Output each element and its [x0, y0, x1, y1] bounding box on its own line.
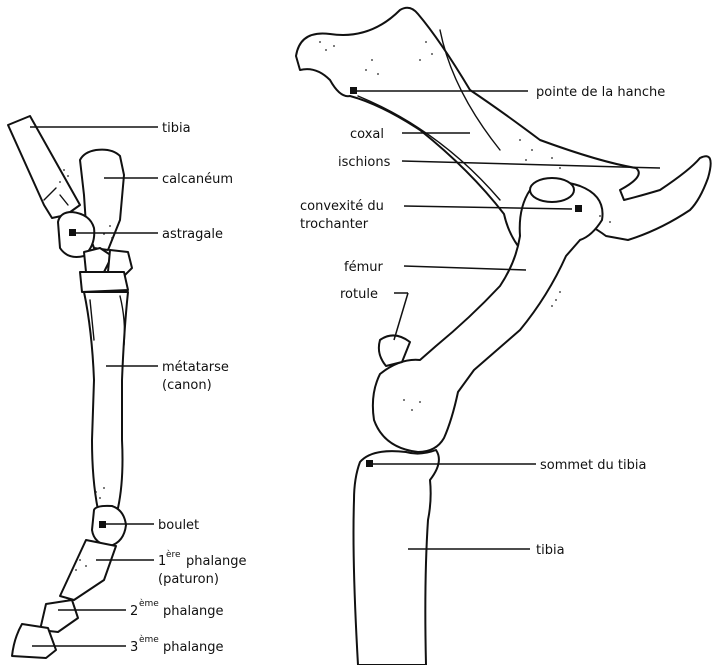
phalange1-bone: [60, 540, 116, 600]
label-astragale: astragale: [162, 227, 223, 242]
label-tibia-left: tibia: [162, 121, 191, 136]
boulet-bone: [92, 506, 126, 546]
label-ischions: ischions: [338, 155, 391, 170]
phalange3-bone: [12, 624, 56, 658]
label-sommet-tibia: sommet du tibia: [540, 458, 646, 473]
label-phalange3-sup: ème: [139, 634, 159, 645]
left-labels: tibia calcanéum astragale métatarse (can…: [130, 121, 247, 655]
label-convexite-1: convexité du: [300, 199, 384, 214]
label-boulet: boulet: [158, 518, 199, 533]
label-paturon: (paturon): [158, 572, 219, 587]
label-femur: fémur: [344, 260, 383, 275]
label-canon: (canon): [162, 378, 212, 393]
tibia-bone-left: [8, 116, 80, 218]
label-tibia-right: tibia: [536, 543, 565, 558]
label-phalange2-num: 2: [130, 604, 138, 619]
label-pointe-hanche: pointe de la hanche: [536, 85, 665, 100]
label-phalange2-sup: ème: [139, 598, 159, 609]
label-metatarse: métatarse: [162, 360, 229, 375]
label-coxal: coxal: [350, 127, 384, 142]
label-phalange2-word: phalange: [163, 604, 224, 619]
label-phalange3-word: phalange: [163, 640, 224, 655]
label-phalange1-word: phalange: [186, 554, 247, 569]
metatarse-bone: [84, 292, 128, 510]
femur-bone: [373, 182, 603, 452]
label-convexite-2: trochanter: [300, 217, 369, 232]
left-leg-bones: [8, 116, 132, 658]
label-phalange1-sup: ère: [166, 549, 181, 560]
label-phalange3-num: 3: [130, 640, 138, 655]
label-rotule: rotule: [340, 287, 378, 302]
tibia-bone-right: [354, 450, 439, 665]
right-leg-bones: [296, 8, 711, 665]
label-calcaneum: calcanéum: [162, 172, 233, 187]
femoral-head: [530, 178, 574, 202]
